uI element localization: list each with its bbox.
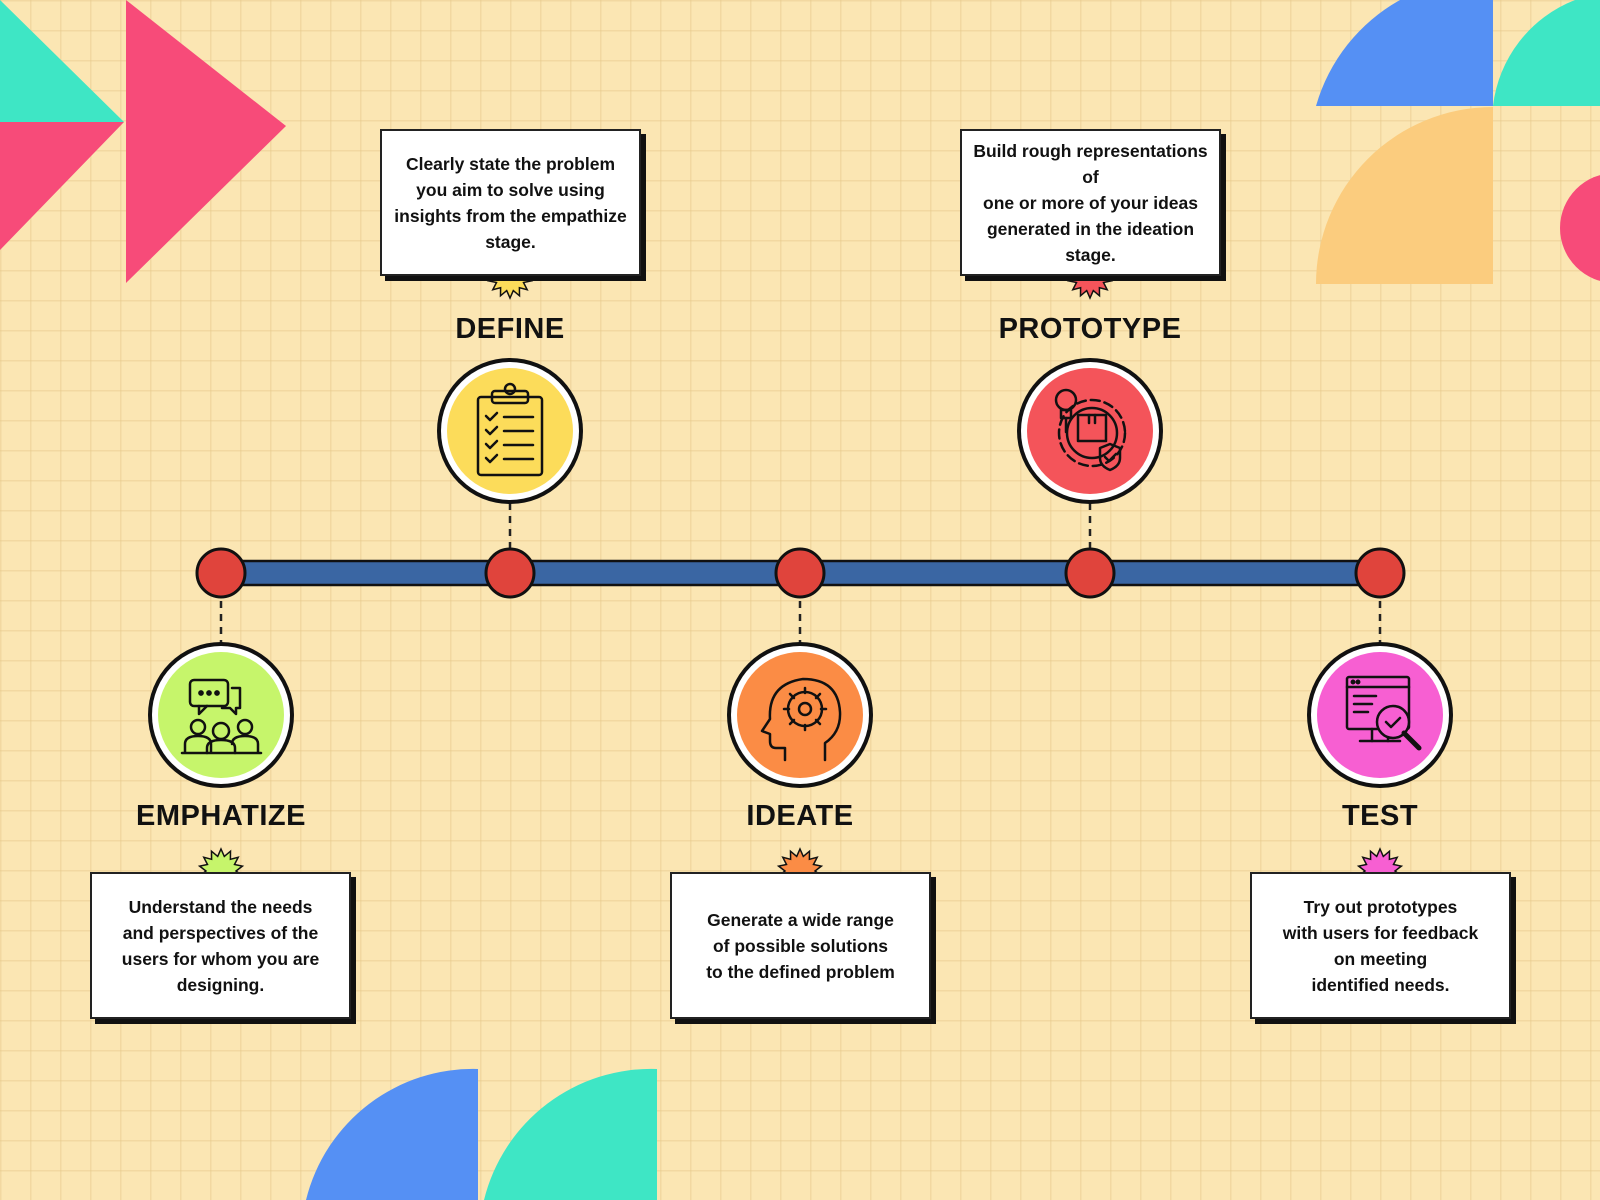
stage-test-icon-circle [1307, 642, 1453, 788]
stage-ideate-label: IDEATE [746, 800, 854, 832]
timeline-node-3 [774, 547, 826, 599]
stage-define-label: DEFINE [455, 313, 565, 345]
timeline [195, 547, 1406, 599]
pink-triangle-shape-small [0, 122, 124, 250]
stage-prototype-icon-circle [1017, 358, 1163, 504]
brain-gear-icon [760, 677, 842, 762]
teal-quarter-shape-bottom [484, 1068, 657, 1200]
stage-define-description: Clearly state the problem you aim to sol… [394, 153, 627, 252]
stage-test-description: Try out prototypes with users for feedba… [1282, 896, 1479, 995]
stage-ideate-card: Generate a wide range of possible soluti… [670, 872, 931, 1019]
stage-prototype-label: PROTOTYPE [998, 313, 1182, 345]
team-discussion-icon [180, 678, 263, 755]
stage-emphatize-label: EMPHATIZE [136, 800, 306, 832]
peach-quarter-shape [1316, 107, 1493, 284]
stage-emphatize-icon-circle [148, 642, 294, 788]
clipboard-checklist-icon [476, 382, 544, 477]
stage-define-icon-circle [437, 358, 583, 504]
timeline-node-5 [1354, 547, 1406, 599]
stage-ideate-icon-circle [727, 642, 873, 788]
timeline-node-4 [1064, 547, 1116, 599]
stage-define-card: Clearly state the problem you aim to sol… [380, 129, 641, 276]
timeline-node-1 [195, 547, 247, 599]
gear-prototype-icon [1054, 388, 1127, 472]
stage-prototype-card: Build rough representations of one or mo… [960, 129, 1221, 276]
monitor-magnifier-icon [1345, 675, 1422, 751]
timeline-node-2 [484, 547, 536, 599]
pink-triangle-shape-large [126, 0, 286, 283]
stage-test-label: TEST [1341, 800, 1419, 832]
pink-circle-shape [1560, 175, 1600, 281]
teal-quarter-shape [1493, 0, 1600, 106]
stage-emphatize-card: Understand the needs and perspectives of… [90, 872, 351, 1019]
stage-emphatize-description: Understand the needs and perspectives of… [121, 896, 320, 995]
teal-triangle-shape [0, 0, 124, 122]
blue-quarter-shape-bottom [306, 1068, 478, 1200]
stage-test-card: Try out prototypes with users for feedba… [1250, 872, 1511, 1019]
stage-ideate-description: Generate a wide range of possible soluti… [706, 909, 895, 982]
stage-prototype-description: Build rough representations of one or mo… [973, 140, 1208, 265]
blue-quarter-shape [1316, 0, 1493, 106]
